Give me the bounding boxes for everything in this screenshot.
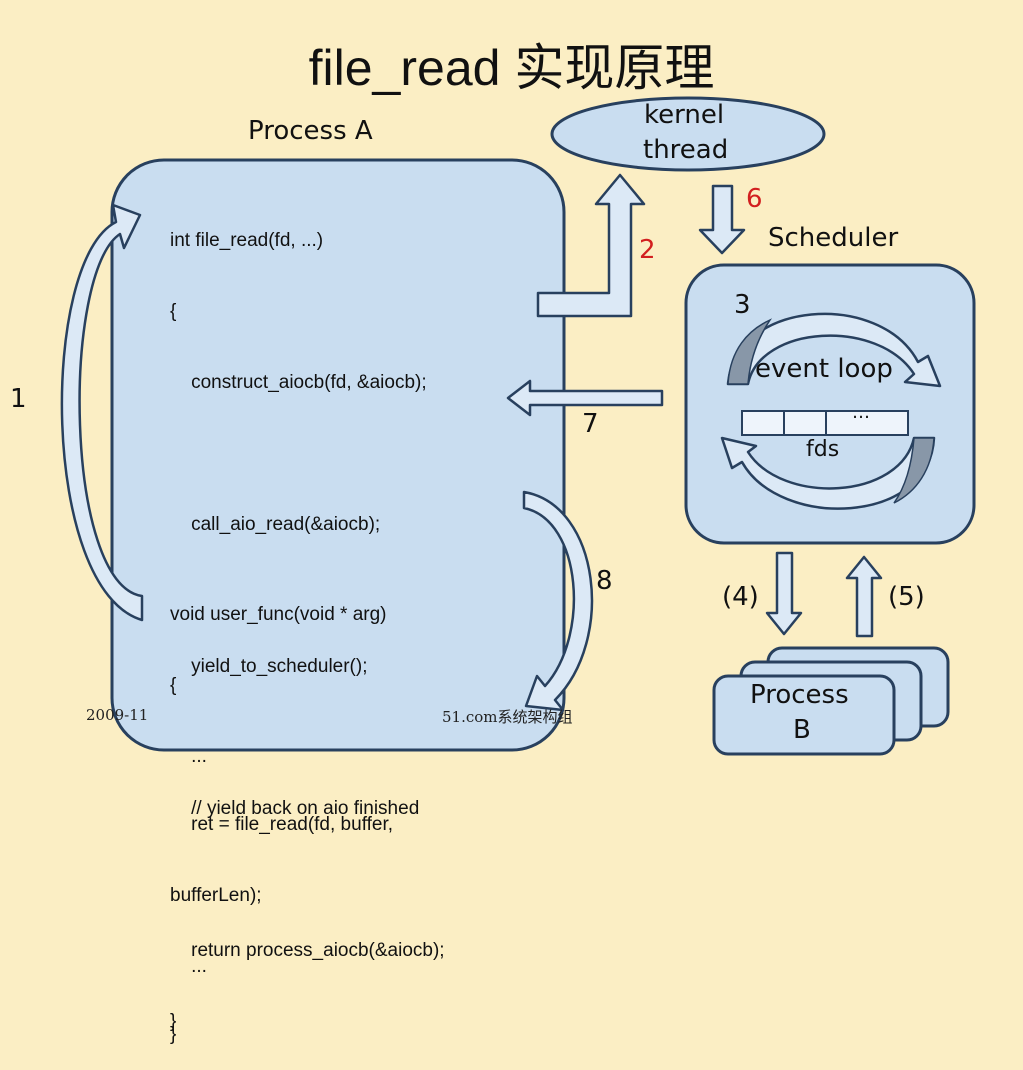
arrow-8-curve (522, 490, 594, 712)
code-line: bufferLen); (170, 885, 262, 906)
step-5-label: (5) (888, 582, 925, 612)
event-loop-upper-shade (727, 318, 773, 385)
code-line (170, 443, 445, 470)
fds-dots: … (852, 402, 870, 423)
code-line: construct_aiocb(fd, &aiocb); (170, 372, 427, 393)
process-a-label: Process A (248, 116, 373, 146)
code-line: ... (170, 956, 207, 977)
event-loop-label: event loop (755, 354, 893, 384)
fds-cell-1 (741, 410, 785, 436)
code-line: ... (170, 746, 207, 767)
code-line: ret = file_read(fd, buffer, (170, 814, 394, 835)
code-line: int file_read(fd, ...) (170, 230, 324, 251)
code-user-func: void user_func(void * arg) { ... ret = f… (170, 560, 393, 1070)
footer-org: 51.com系统架构组 (442, 708, 573, 726)
arrow-7 (506, 379, 664, 417)
arrow-1-curve (60, 203, 144, 622)
fds-cell-2 (783, 410, 827, 436)
arrow-4 (765, 551, 803, 636)
code-line: } (170, 1024, 177, 1045)
code-line: { (170, 301, 177, 322)
kernel-thread-ellipse (550, 96, 826, 172)
kernel-thread-label-line2: thread (643, 135, 729, 165)
step-6-label: 6 (746, 184, 763, 214)
fds-cell-3 (825, 410, 909, 436)
step-7-label: 7 (582, 409, 599, 439)
slide-title: file_read 实现原理 (308, 40, 715, 96)
process-a-box (110, 158, 566, 752)
scheduler-label: Scheduler (768, 223, 899, 253)
process-b-label-line1: Process (750, 680, 849, 710)
kernel-thread-label-line1: kernel (644, 100, 725, 130)
event-loop-lower-arrow (720, 436, 936, 510)
step-1-label: 1 (10, 384, 27, 414)
step-8-label: 8 (596, 566, 613, 596)
event-loop-upper-arrow (726, 312, 942, 388)
footer-date: 2009-11 (86, 706, 149, 724)
arrow-2 (536, 173, 646, 318)
code-line: call_aio_read(&aiocb); (170, 514, 381, 535)
step-3-label: 3 (734, 290, 751, 320)
arrow-5 (845, 555, 883, 638)
code-line: void user_func(void * arg) (170, 604, 387, 625)
event-loop-lower-shade (893, 437, 935, 504)
code-line: { (170, 675, 177, 696)
code-line: yield_to_scheduler(); (170, 656, 368, 677)
step-4-label: (4) (722, 582, 759, 612)
fds-label: fds (806, 437, 840, 462)
process-b-label-line2: B (793, 715, 811, 745)
diagram-canvas (60, 96, 976, 756)
step-2-label: 2 (639, 235, 656, 265)
arrow-6 (698, 184, 746, 255)
process-b-box-front (712, 674, 896, 756)
